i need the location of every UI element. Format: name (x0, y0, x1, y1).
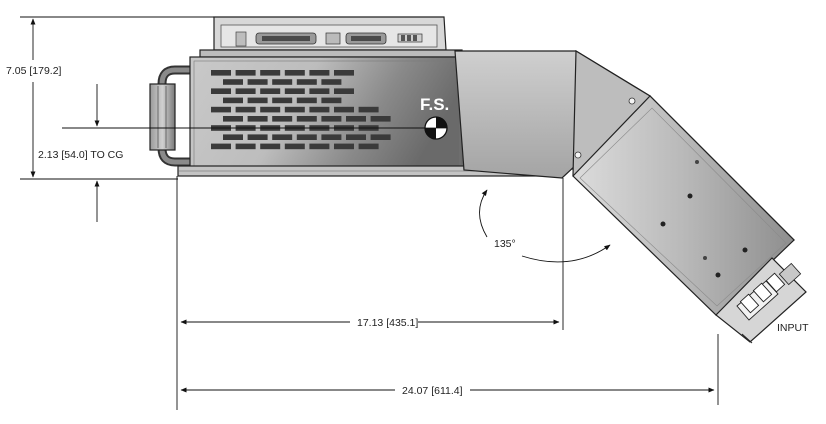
vent-slot (223, 97, 243, 104)
angle-label: 135° (494, 238, 516, 250)
vent-slot (334, 70, 354, 76)
vent-slot (346, 116, 366, 122)
length-to-hinge-label: 17.13 [435.1] (357, 317, 418, 329)
vent-slot (309, 88, 330, 94)
vent-slot (247, 134, 268, 140)
vent-slot (334, 143, 354, 150)
cg-marker (424, 116, 448, 140)
vent-slot (211, 70, 231, 76)
total-length-label: 24.07 [611.4] (402, 385, 463, 397)
vent-slot (223, 134, 243, 140)
handle (149, 65, 192, 167)
vent-slot (309, 70, 330, 76)
top-connector-bay (199, 16, 463, 58)
vent-slot (284, 70, 305, 76)
fs-label: F.S. (420, 95, 449, 114)
vent-slot (296, 134, 317, 140)
vent-slot (272, 134, 293, 140)
vent-slot (334, 88, 354, 94)
vent-slot (260, 106, 281, 113)
vent-slot (260, 88, 281, 94)
vent-slot (247, 79, 268, 85)
vent-slot (284, 143, 305, 150)
vent-slot (211, 143, 231, 150)
arm-screws (574, 97, 748, 278)
vent-slot (272, 97, 293, 104)
db-connector-right (345, 32, 387, 45)
vent-slot (260, 143, 281, 150)
vent-slot (211, 88, 231, 94)
vent-slot (321, 134, 342, 140)
vent-slot (309, 143, 330, 150)
vent-slot (284, 106, 305, 113)
vent-slot (284, 88, 305, 94)
vent-slot (370, 134, 391, 140)
db-connector-left (255, 32, 317, 45)
vent-slot (223, 79, 243, 85)
vent-slot (235, 143, 256, 150)
vent-slot (247, 116, 268, 122)
vent-slot (211, 106, 231, 113)
vent-slot (296, 97, 317, 104)
angled-module (454, 49, 807, 344)
vent-slot (334, 106, 354, 113)
vent-slot (223, 116, 243, 122)
vent-slot (235, 70, 256, 76)
vent-slot (358, 106, 379, 113)
cg-dimension-label: 2.13 [54.0] TO CG (38, 149, 123, 161)
vent-slot (272, 116, 293, 122)
vent-slot (247, 97, 268, 104)
input-label: INPUT (777, 322, 809, 334)
input-connector (715, 257, 807, 344)
vent-slot (235, 106, 256, 113)
vent-slot (272, 79, 293, 85)
vent-slot (309, 106, 330, 113)
dimension-lines (20, 16, 719, 410)
vent-slot (296, 116, 317, 122)
vent-slot (370, 116, 391, 122)
vent-slot (321, 97, 342, 104)
vent-slot (321, 79, 342, 85)
height-dimension-label: 7.05 [179.2] (6, 65, 62, 77)
vent-slot (235, 88, 256, 94)
vent-slot (346, 134, 366, 140)
vent-slot (358, 143, 379, 150)
vent-slot (260, 70, 281, 76)
vent-slot (321, 116, 342, 122)
vent-slot (296, 79, 317, 85)
main-body (177, 56, 563, 177)
